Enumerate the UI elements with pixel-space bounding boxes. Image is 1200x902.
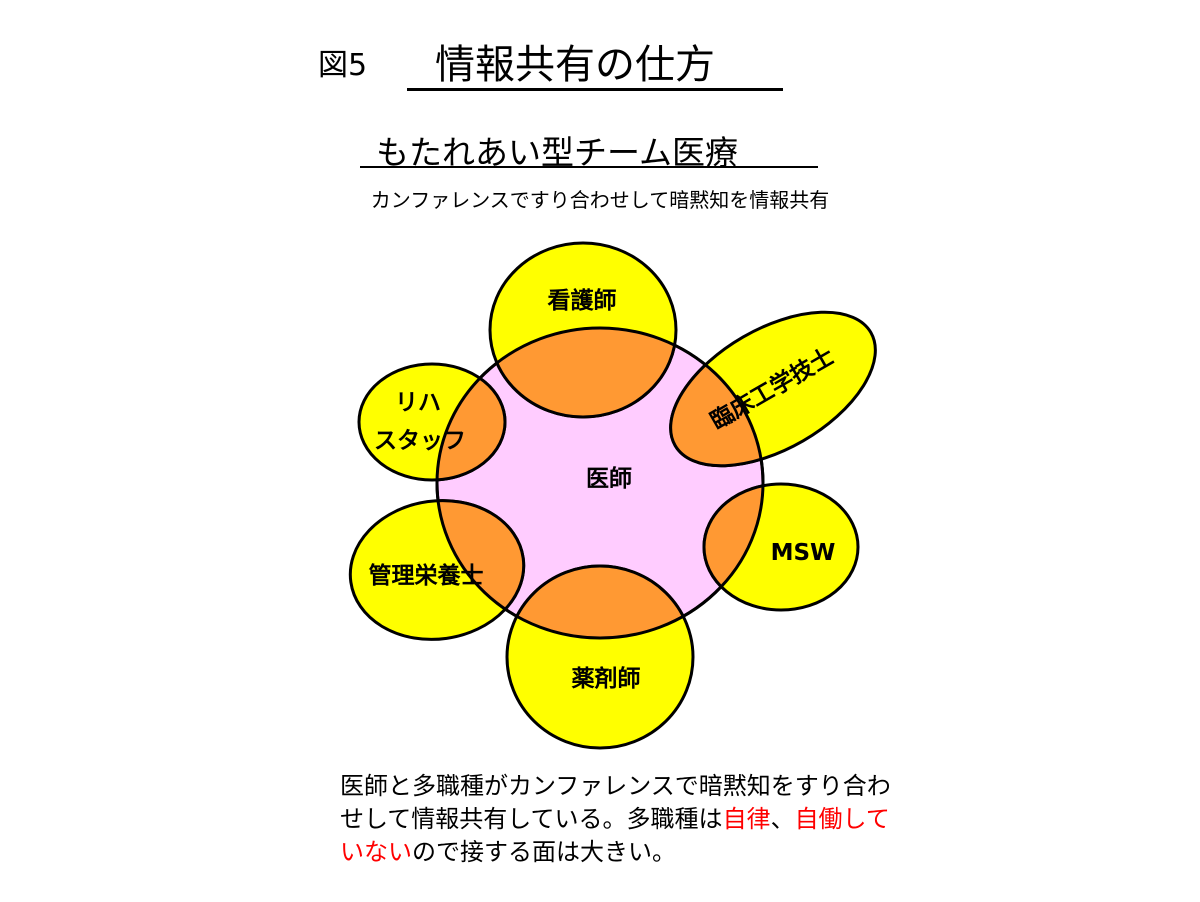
note-text-1: 医師と多職種がカンファレンスで暗黙知をすり合わせして情報共有している。多職種は <box>340 772 891 833</box>
page-title: 情報共有の仕方 <box>435 42 715 88</box>
label-msw: MSW <box>771 540 836 566</box>
label-rehab-line1: リハ <box>395 390 441 416</box>
subtitle: もたれあい型チーム医療 <box>376 133 739 172</box>
label-rehab-line2: スタッフ <box>374 428 466 454</box>
title-underline <box>407 88 783 91</box>
label-nurse: 看護師 <box>548 287 617 314</box>
note-text-2: ので接する面は大きい。 <box>412 838 676 866</box>
caption: カンファレンスですり合わせして暗黙知を情報共有 <box>370 188 830 212</box>
overlap-pharmacist <box>505 564 695 638</box>
label-dietitian: 管理栄養士 <box>369 562 484 589</box>
label-doctor: 医師 <box>586 465 632 492</box>
note-separator: 、 <box>770 805 795 833</box>
explanation-note: 医師と多職種がカンファレンスで暗黙知をすり合わせして情報共有している。多職種は自… <box>340 770 900 869</box>
figure-number: 図5 <box>318 48 368 83</box>
label-pharmacist: 薬剤師 <box>572 665 641 692</box>
note-highlight-not-automated: 自働していない <box>340 805 890 866</box>
subtitle-underline <box>360 166 818 168</box>
note-highlight-autonomy: 自律 <box>722 805 771 833</box>
